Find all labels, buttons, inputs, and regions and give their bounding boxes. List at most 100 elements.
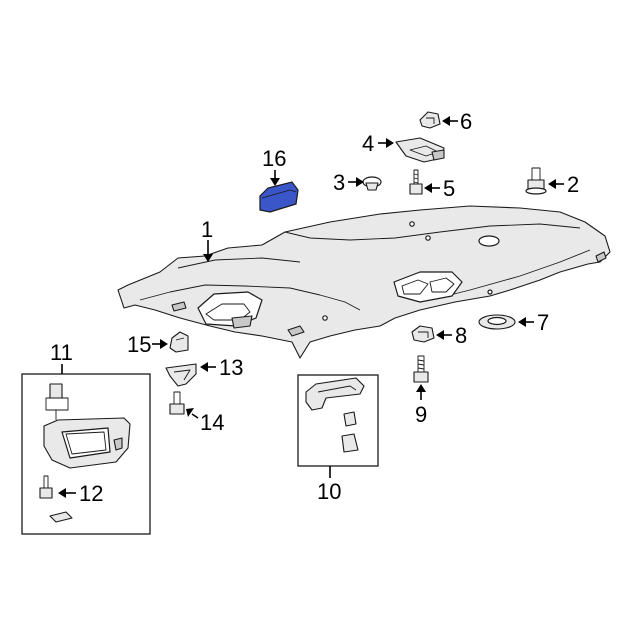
part-4-bracket[interactable] — [395, 137, 445, 163]
headliner-outline — [117, 205, 611, 359]
visor-bracket-piece[interactable] — [49, 511, 73, 523]
part-8-detail — [418, 331, 429, 338]
part-12-screw[interactable] — [39, 475, 53, 499]
part-11-sun-visor[interactable] — [43, 383, 131, 469]
headliner-slot-left — [171, 301, 187, 312]
callout-14: 14 — [200, 410, 224, 435]
part-10-grab-handle[interactable] — [305, 377, 365, 453]
headliner-front-edge — [139, 284, 361, 311]
arrow-16 — [270, 178, 280, 186]
grab-handle-clip-2 — [341, 433, 359, 453]
part-5-head — [409, 183, 423, 195]
callout-2: 2 — [567, 172, 579, 197]
rear-lamp-left-lens — [401, 279, 429, 295]
arrow-12 — [58, 488, 66, 498]
arrow-3 — [356, 177, 364, 187]
part-3-plug[interactable] — [362, 176, 382, 191]
part-8-body — [411, 325, 435, 343]
part-15-body — [169, 331, 189, 353]
part-9-head — [413, 371, 429, 383]
callout-3: 3 — [333, 170, 345, 195]
arrow-6 — [442, 116, 450, 126]
leader-lines — [58, 116, 564, 498]
arrow-4 — [386, 138, 394, 148]
arrow-8 — [436, 330, 444, 340]
part-5-thread — [413, 173, 419, 184]
part-4-tab — [431, 149, 445, 161]
part-6-clip[interactable] — [419, 111, 441, 129]
rear-lamp-right-lens — [429, 277, 455, 293]
part-15-detail — [175, 337, 185, 341]
grab-handle-grip — [317, 385, 357, 393]
part-13-retainer[interactable] — [165, 363, 197, 387]
callout-15: 15 — [127, 332, 151, 357]
front-console-detail — [205, 303, 251, 321]
visor-mirror-cover-edge — [65, 431, 107, 455]
part-14-head — [169, 403, 185, 415]
callout-4: 4 — [362, 131, 374, 156]
part-16-body — [259, 181, 299, 213]
part-16-top-edge — [261, 189, 297, 199]
grab-handle-group-box — [297, 374, 379, 467]
part-7-washer[interactable] — [478, 314, 516, 330]
headliner-panel[interactable] — [117, 205, 611, 359]
arrow-7 — [518, 317, 526, 327]
part-12-head — [39, 487, 53, 499]
callout-9: 9 — [415, 402, 427, 427]
part-7-inner — [487, 316, 507, 326]
part-3-stem — [365, 182, 379, 191]
part-14-bolt[interactable] — [169, 391, 185, 415]
part-8-clip[interactable] — [411, 325, 435, 343]
part-16-console[interactable] — [259, 181, 299, 213]
visor-clip-tab — [113, 437, 123, 451]
headliner-hole-1 — [409, 221, 415, 227]
leader-14 — [191, 413, 199, 419]
headliner-hole-2 — [425, 235, 431, 241]
callout-7: 7 — [537, 310, 549, 335]
callout-16: 16 — [262, 146, 286, 171]
arrow-2 — [548, 179, 556, 189]
headliner-hole-3 — [322, 315, 328, 321]
headliner-ridge-left — [177, 257, 301, 269]
arrow-13 — [200, 362, 208, 372]
headliner-slot-right — [287, 325, 305, 337]
arrow-1 — [203, 254, 213, 262]
part-13-body — [165, 363, 197, 387]
part-12-shank — [43, 475, 49, 489]
front-console-lamp — [231, 315, 253, 329]
headliner-ridge-right — [429, 249, 591, 301]
arrow-15 — [160, 339, 168, 349]
callout-6: 6 — [460, 109, 472, 134]
callout-11: 11 — [50, 340, 73, 365]
visor-bracket-body — [49, 511, 73, 523]
part-6-body — [419, 111, 441, 129]
callout-1: 1 — [201, 217, 213, 242]
part-2-flange — [525, 187, 547, 195]
part-5-shank — [413, 169, 419, 185]
callout-5: 5 — [443, 176, 455, 201]
visor-mount — [49, 383, 63, 399]
rear-lamp-opening — [393, 271, 463, 303]
part-2-fastener[interactable] — [525, 167, 547, 195]
part-2-body — [531, 167, 541, 181]
headliner-rear-edge — [284, 223, 581, 241]
headliner-oval-opening — [478, 235, 500, 247]
callout-12: 12 — [79, 481, 103, 506]
part-14-shank — [173, 391, 181, 405]
callout-8: 8 — [455, 323, 467, 348]
part-9-bolt[interactable] — [413, 355, 429, 383]
grab-handle-body — [305, 377, 365, 411]
part-15-clip[interactable] — [169, 331, 189, 353]
part-5-bolt[interactable] — [409, 169, 423, 195]
visor-mount-bracket — [45, 397, 69, 411]
arrow-5 — [424, 183, 432, 193]
part-13-detail — [173, 369, 191, 381]
headliner-slot-rear — [595, 251, 607, 263]
callout-labels: 1 2 3 4 5 6 7 8 9 10 11 12 13 14 15 16 — [50, 109, 579, 506]
sun-visor-group-box — [21, 373, 151, 535]
headliner-hole-4 — [487, 289, 493, 295]
arrow-9 — [416, 384, 426, 392]
callout-13: 13 — [219, 355, 243, 380]
grab-handle-clip-1 — [343, 411, 357, 427]
